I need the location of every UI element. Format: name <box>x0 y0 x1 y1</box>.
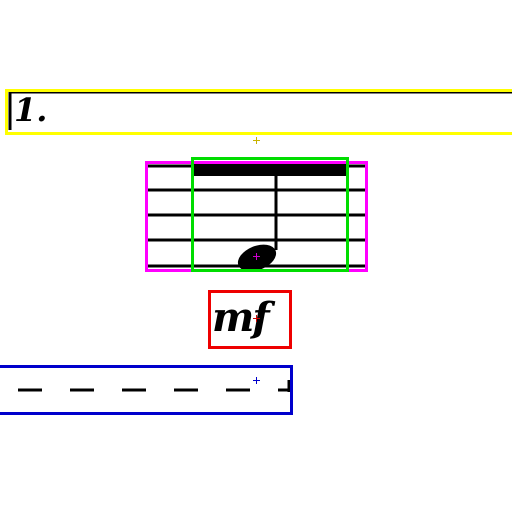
eighth-note-icon <box>194 163 346 272</box>
dynamic-marking: mf <box>212 294 270 341</box>
dynamic-anchor-icon <box>253 315 260 322</box>
volta-bracket <box>8 90 512 130</box>
volta-number: 1. <box>14 91 48 129</box>
hairpin-anchor-icon <box>253 377 260 384</box>
volta-anchor-icon <box>253 137 260 144</box>
staff-anchor-icon <box>253 253 260 260</box>
dashed-line-icon <box>18 380 291 392</box>
